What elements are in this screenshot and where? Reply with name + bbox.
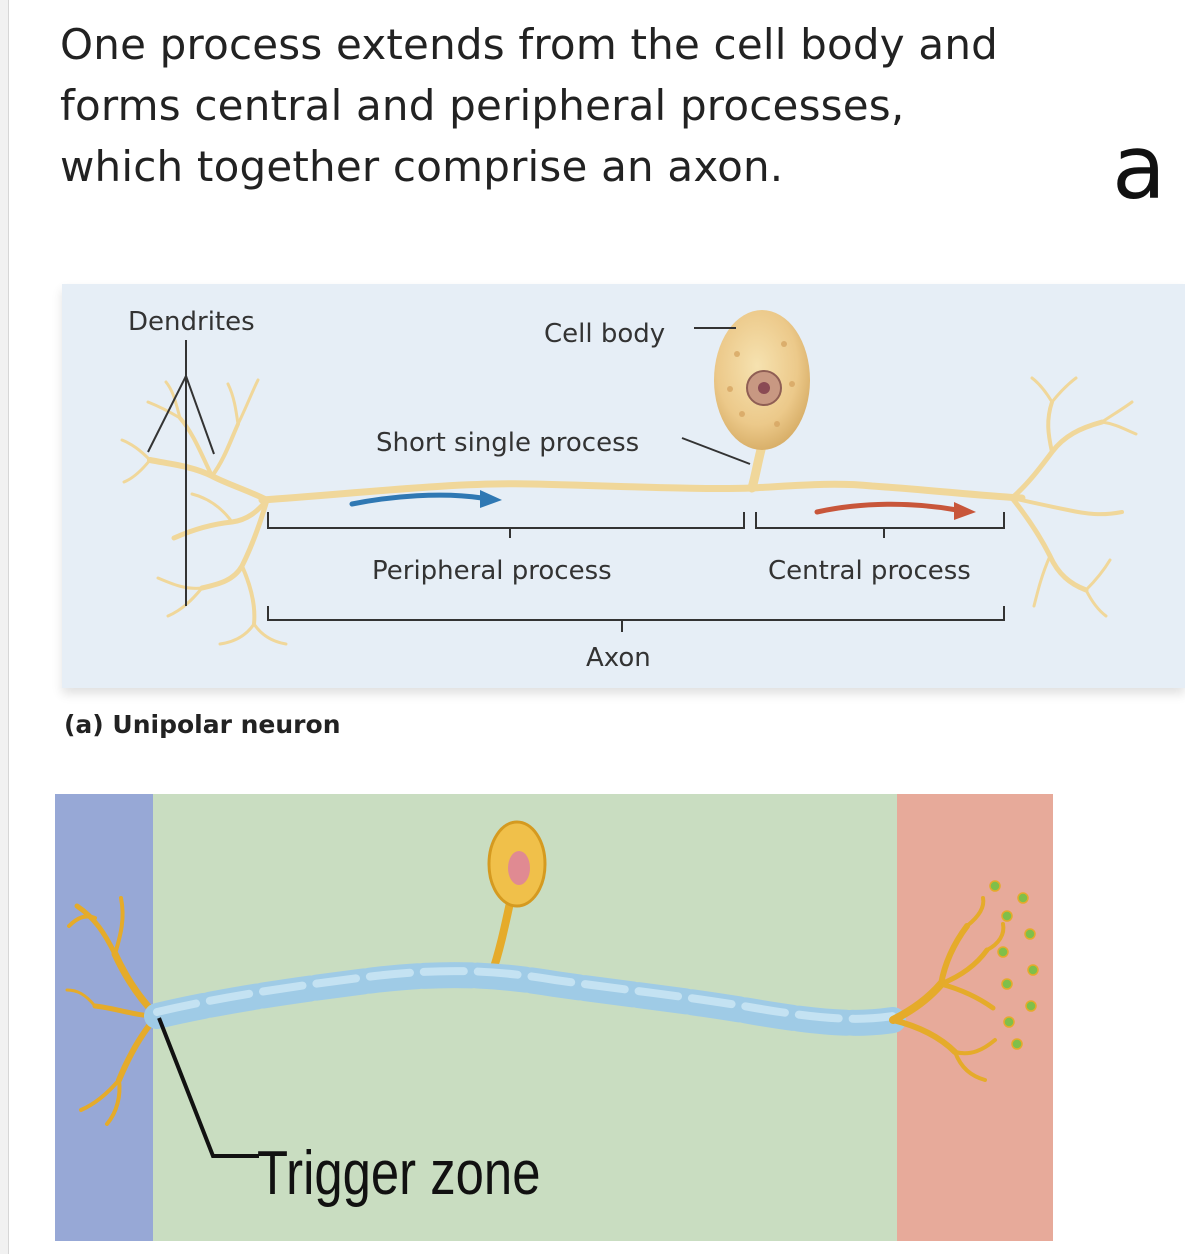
axon-bracket [267, 606, 1005, 632]
nucleolus [758, 382, 770, 394]
label-peripheral-process: Peripheral process [372, 556, 612, 586]
peripheral-process-bracket [267, 512, 745, 538]
cell-granules [727, 341, 795, 427]
short-process-stem [747, 441, 767, 493]
central-direction-arrow [814, 501, 976, 520]
short-process-leader [681, 437, 751, 465]
myelin-highlight [153, 967, 897, 1023]
band-left [55, 794, 153, 1241]
left-edge-rule [0, 0, 9, 1254]
heading-text: One process extends from the cell body a… [60, 20, 999, 191]
nucleus-b [508, 851, 530, 885]
right-dendrites [1009, 376, 1138, 618]
label-axon: Axon [586, 643, 651, 673]
unipolar-neuron-diagram: Dendrites Cell body Short single process… [120, 307, 1138, 673]
trigger-zone-diagram: Trigger zone [55, 794, 1053, 1241]
label-cell-body: Cell body [544, 319, 665, 349]
neurotransmitter-vesicles [989, 880, 1039, 1050]
unipolar-neuron-panel: Dendrites Cell body Short single process… [62, 284, 1185, 688]
side-letter: a [1112, 116, 1166, 219]
label-short-single-process: Short single process [376, 428, 639, 458]
axon-terminals [889, 896, 1006, 1082]
label-dendrites: Dendrites [128, 307, 255, 337]
figure-caption: (a) Unipolar neuron [64, 710, 341, 739]
dendrites-leader-lines [147, 340, 215, 606]
peripheral-direction-arrow [349, 490, 502, 508]
trigger-zone-panel: Trigger zone [55, 794, 1053, 1241]
axon-fiber [258, 480, 1026, 504]
label-central-process: Central process [768, 556, 971, 586]
label-trigger-zone: Trigger zone [257, 1139, 540, 1208]
central-process-bracket [755, 512, 1005, 538]
band-right [897, 794, 1053, 1241]
trigger-zone-leader [157, 1017, 259, 1158]
receptor-endings [65, 896, 161, 1126]
left-dendrites [120, 378, 288, 646]
